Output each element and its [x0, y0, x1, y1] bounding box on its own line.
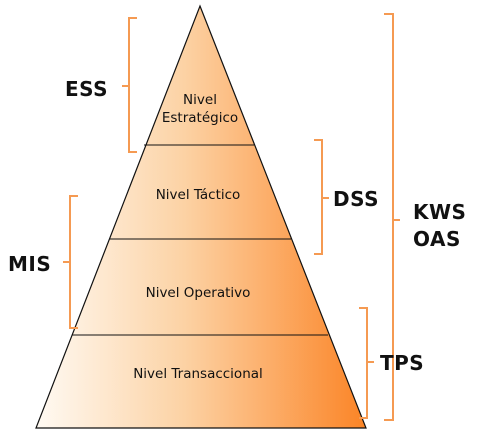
- mis-bracket: [63, 195, 78, 329]
- level-operative-label: Nivel Operativo: [146, 285, 251, 301]
- level-strategic-line2: Estratégico: [162, 110, 238, 126]
- mis-label: MIS: [8, 252, 51, 276]
- kws-oas-bracket: [384, 13, 400, 421]
- dss-bracket: [314, 139, 329, 255]
- ess-label: ESS: [65, 77, 108, 101]
- tps-bracket: [359, 307, 374, 419]
- level-transactional-label: Nivel Transaccional: [133, 366, 263, 382]
- level-strategic-line1: Nivel: [183, 92, 217, 108]
- oas-label: OAS: [413, 227, 461, 251]
- pyramid-shape: [35, 4, 367, 429]
- level-tactical-label: Nivel Táctico: [156, 187, 241, 203]
- tps-label: TPS: [380, 351, 424, 375]
- kws-label: KWS: [413, 200, 466, 224]
- ess-bracket: [122, 17, 137, 153]
- dss-label: DSS: [333, 187, 379, 211]
